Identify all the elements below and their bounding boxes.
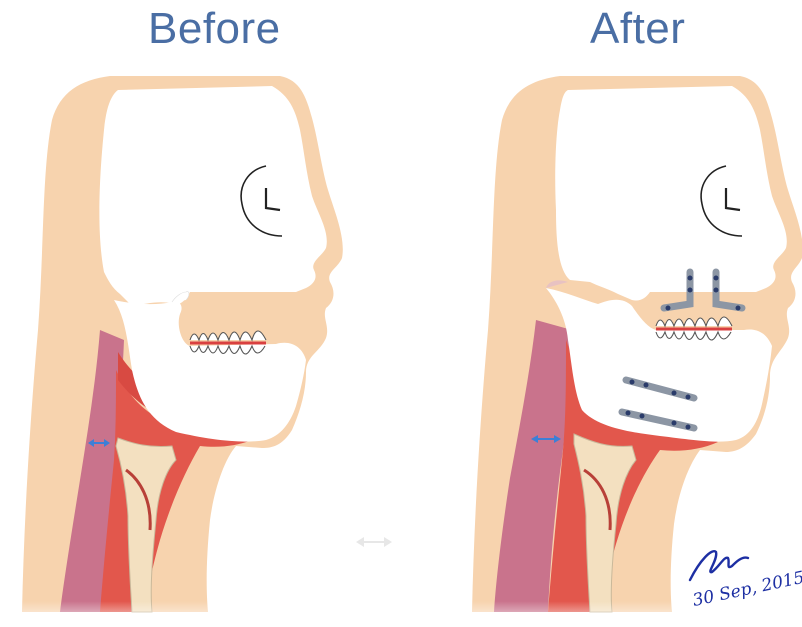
after-panel (450, 76, 802, 627)
resize-arrow-icon (356, 537, 392, 547)
before-panel (0, 76, 360, 627)
after-skull (555, 86, 787, 301)
before-skull (99, 86, 326, 306)
